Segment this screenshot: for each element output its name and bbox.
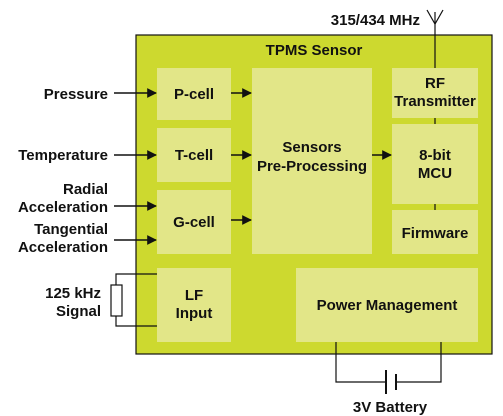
signal-label-line1: 125 kHz bbox=[45, 285, 101, 302]
signal-label-line2: Signal bbox=[56, 303, 101, 320]
sensors-preprocessing-block bbox=[252, 68, 372, 254]
module-title: TPMS Sensor bbox=[266, 42, 363, 59]
pressure-input-label: Pressure bbox=[44, 86, 108, 103]
p-cell-block bbox=[157, 68, 231, 120]
sensors-label-line2: Pre-Processing bbox=[257, 158, 367, 175]
power-management-label: Power Management bbox=[317, 297, 458, 314]
mcu-label-line2: MCU bbox=[418, 165, 452, 182]
mcu-label-line1: 8-bit bbox=[419, 147, 451, 164]
rf-label-line1: RF bbox=[425, 75, 445, 92]
firmware-block bbox=[392, 210, 478, 254]
antenna-icon bbox=[426, 9, 444, 26]
g-cell-block bbox=[157, 190, 231, 254]
tangential-acceleration-label-line2: Acceleration bbox=[18, 239, 108, 256]
lf-coil-wiring bbox=[115, 273, 157, 327]
sensors-label-line1: Sensors bbox=[282, 139, 341, 156]
t-cell-label: T-cell bbox=[175, 147, 213, 164]
radial-acceleration-label-line1: Radial bbox=[63, 181, 108, 198]
power-management-block bbox=[296, 268, 478, 342]
lf-input-label-line1: LF bbox=[185, 287, 203, 304]
antenna-frequency-label: 315/434 MHz bbox=[331, 12, 420, 29]
rf-transmitter-block bbox=[392, 68, 478, 118]
lf-input-block bbox=[157, 268, 231, 342]
mcu-block bbox=[392, 124, 478, 204]
firmware-label: Firmware bbox=[402, 225, 469, 242]
battery-label: 3V Battery bbox=[353, 399, 428, 416]
rf-label-line2: Transmitter bbox=[394, 93, 476, 110]
lf-coil-icon bbox=[110, 284, 123, 317]
g-cell-label: G-cell bbox=[173, 214, 215, 231]
temperature-input-label: Temperature bbox=[18, 147, 108, 164]
radial-acceleration-label-line2: Acceleration bbox=[18, 199, 108, 216]
p-cell-label: P-cell bbox=[174, 86, 214, 103]
battery-wiring bbox=[335, 342, 442, 383]
tangential-acceleration-label-line1: Tangential bbox=[34, 221, 108, 238]
t-cell-block bbox=[157, 128, 231, 182]
lf-input-label-line2: Input bbox=[176, 305, 213, 322]
